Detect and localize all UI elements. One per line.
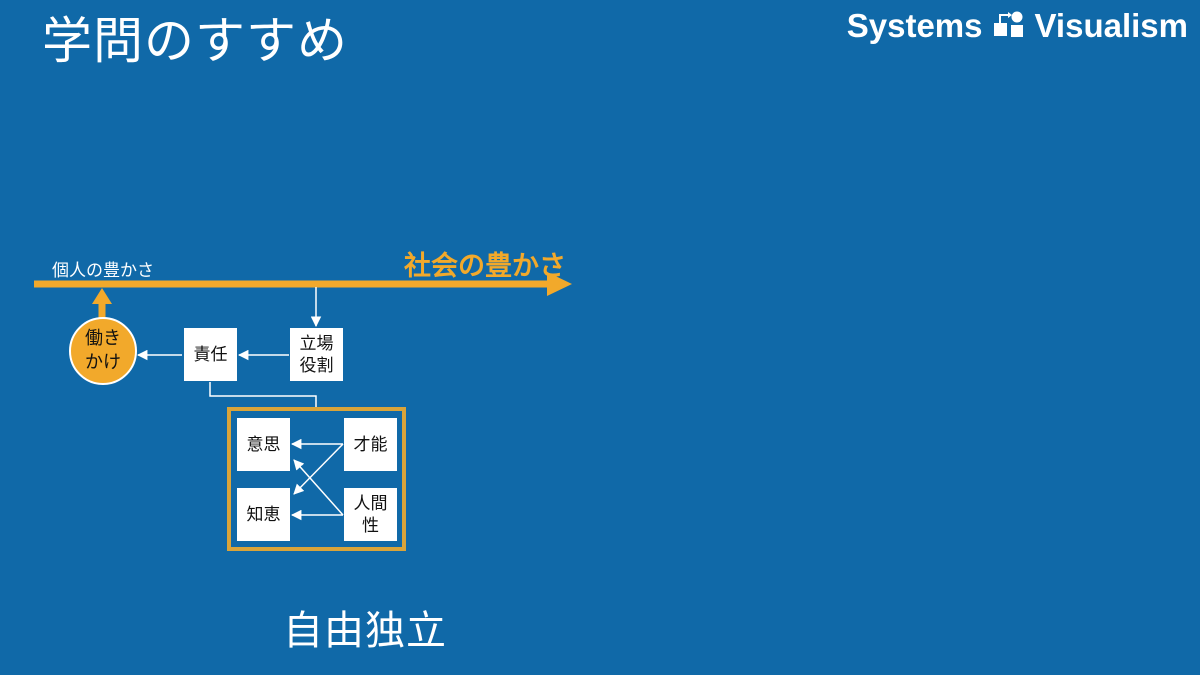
logo-text-right: Visualism <box>1034 7 1188 44</box>
action-up-arrow <box>92 288 112 318</box>
footer-caption: 自由独立 <box>283 608 447 654</box>
position-role-node: 立場 役割 <box>290 328 343 381</box>
page-title: 学問のすすめ <box>42 12 348 70</box>
logo-text-left: Systems <box>846 7 983 44</box>
social-wealth-label: 社会の豊かさ <box>404 251 566 282</box>
humanity-node: 人間 性 <box>344 488 397 541</box>
society-axis-arrow <box>34 272 572 296</box>
will-label: 意思 <box>246 434 281 455</box>
talent-node: 才能 <box>344 418 397 471</box>
talent-to-wisdom-arrow <box>293 443 344 495</box>
wisdom-label: 知恵 <box>246 504 281 525</box>
responsibility-node: 責任 <box>184 328 237 381</box>
brand-logo: Systems Visualism <box>847 6 1188 46</box>
responsibility-label: 責任 <box>193 344 228 365</box>
action-label-line1: 働き <box>85 328 121 349</box>
position-role-line1: 立場 <box>299 333 334 354</box>
independence-group-frame <box>227 407 406 551</box>
humanity-to-will-arrow <box>293 459 344 516</box>
humanity-line1: 人間 <box>353 493 388 514</box>
will-node: 意思 <box>237 418 290 471</box>
position-role-line2: 役割 <box>299 355 334 376</box>
talent-label: 才能 <box>353 434 388 455</box>
action-label-line2: かけ <box>85 352 121 373</box>
action-node: 働き かけ <box>69 317 137 385</box>
personal-wealth-label: 個人の豊かさ <box>52 261 154 281</box>
humanity-line2: 性 <box>362 515 379 536</box>
wisdom-node: 知恵 <box>237 488 290 541</box>
responsibility-group-connector <box>209 382 317 409</box>
logo-mark-icon <box>993 11 1023 37</box>
